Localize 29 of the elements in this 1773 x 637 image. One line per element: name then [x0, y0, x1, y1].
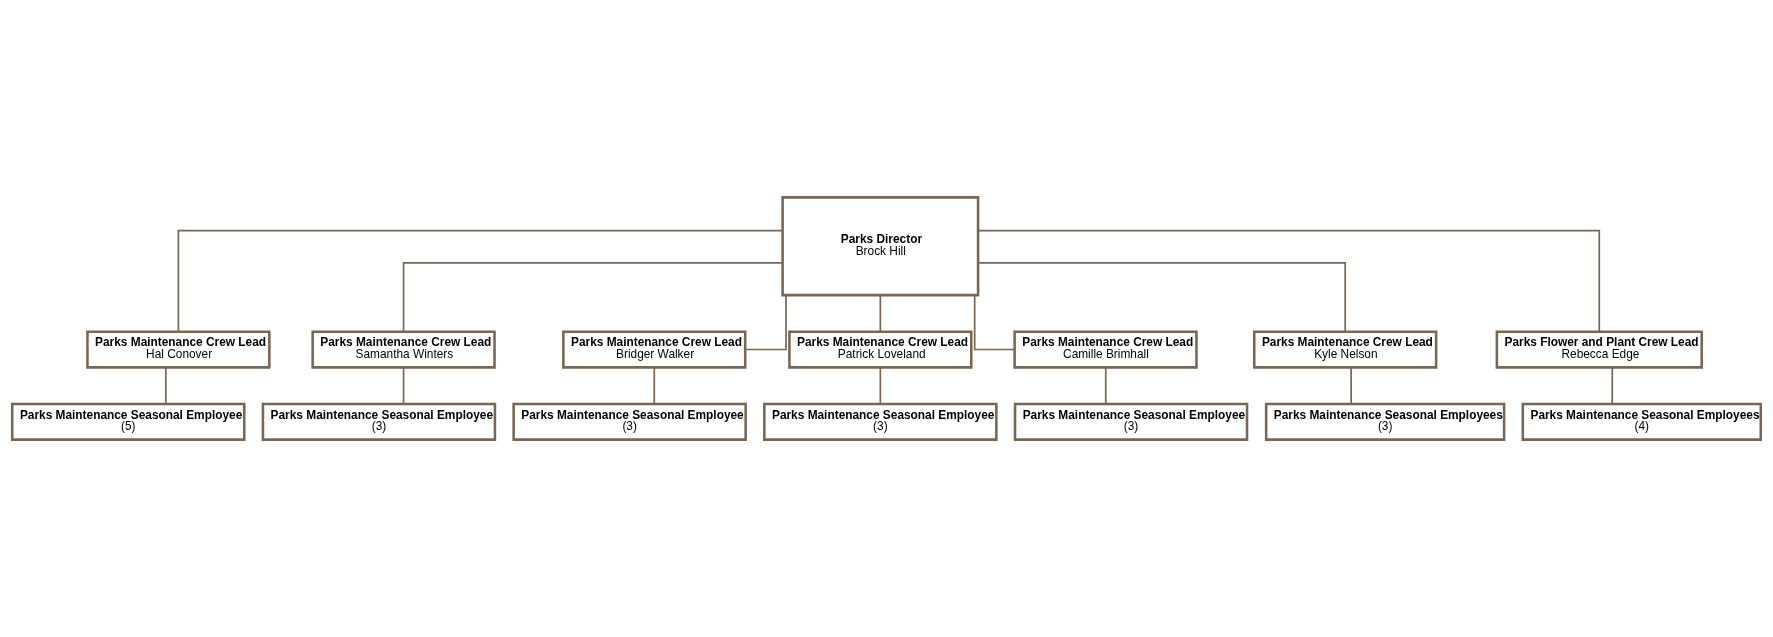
- connector: [744, 294, 787, 351]
- node-box: Parks Maintenance Seasonal Employee (3): [1013, 402, 1249, 441]
- node-box: Parks Maintenance Seasonal Employee (3): [261, 402, 497, 441]
- connector: [977, 262, 1347, 333]
- connector: [1104, 366, 1107, 405]
- node-box: Parks Maintenance Crew Lead Samantha Winters: [311, 330, 496, 369]
- node-box: Parks Maintenance Seasonal Employee (3): [763, 402, 998, 441]
- node-box: Parks Flower and Plant Crew Lead Rebecca Edge: [1495, 330, 1703, 369]
- connector: [973, 294, 1016, 351]
- node-box: Parks Maintenance Crew Lead Kyle Nelson: [1253, 330, 1438, 369]
- node-box: Parks Maintenance Seasonal Employee (5): [10, 402, 246, 441]
- connector: [653, 366, 656, 405]
- node-box: Parks Director Brock Hill: [781, 196, 980, 297]
- node-box: Parks Maintenance Seasonal Employees (3): [1264, 402, 1506, 441]
- connector: [1350, 366, 1352, 405]
- connector: [402, 366, 405, 405]
- connector: [977, 229, 1601, 333]
- connector: [177, 229, 784, 333]
- connector: [1611, 366, 1614, 405]
- node-box: Parks Maintenance Crew Lead Bridger Walker: [562, 330, 747, 369]
- node-box: Parks Maintenance Crew Lead Patrick Loveland: [788, 330, 973, 369]
- connector: [879, 294, 882, 333]
- node-box: Parks Maintenance Crew Lead Camille Brimhall: [1013, 330, 1198, 369]
- connector: [879, 366, 882, 405]
- node-box: Parks Maintenance Seasonal Employee (3): [512, 402, 747, 441]
- node-box: Parks Maintenance Seasonal Employees (4): [1521, 402, 1763, 441]
- connector: [402, 262, 784, 333]
- connector: [165, 366, 167, 405]
- node-box: Parks Maintenance Crew Lead Hal Conover: [86, 330, 271, 369]
